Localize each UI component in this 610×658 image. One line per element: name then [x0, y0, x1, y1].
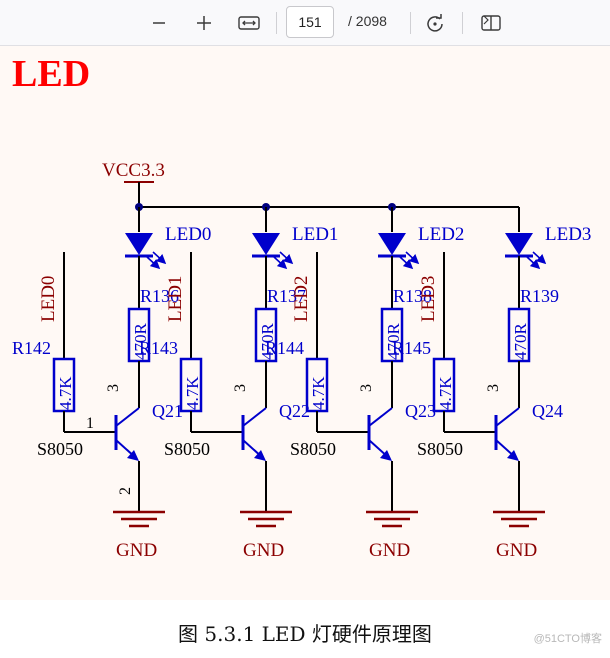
led-schematic: VCC3.3 LED0R136470R3LED0R1424.7K1Q21S805… — [12, 160, 591, 561]
led-label: LED2 — [418, 224, 464, 245]
resistor-value: 470R — [384, 323, 403, 361]
transistor-ref: Q21 — [152, 401, 183, 421]
pdf-toolbar: / 2098 — [0, 0, 610, 46]
fit-width-icon — [238, 16, 260, 30]
transistor-collector — [242, 407, 267, 427]
collector-pin-label: 3 — [105, 384, 122, 392]
resistor-ref: R136 — [140, 286, 179, 306]
page-total: / 2098 — [348, 13, 387, 29]
transistor-model: S8050 — [164, 439, 210, 459]
gnd-label: GND — [243, 540, 284, 561]
two-page-view-button[interactable] — [476, 8, 506, 38]
transistor-collector — [368, 407, 393, 427]
resistor-ref: R144 — [265, 338, 304, 358]
resistor-ref: R139 — [520, 286, 559, 306]
emitter-arrow — [254, 450, 266, 461]
resistor-ref: R145 — [392, 338, 431, 358]
led-label: LED1 — [292, 224, 338, 245]
emitter-arrow — [127, 450, 139, 461]
transistor-model: S8050 — [37, 439, 83, 459]
transistor-ref: Q23 — [405, 401, 436, 421]
section-title: LED — [12, 53, 91, 95]
led-emission-arrow — [146, 256, 161, 270]
emitter-pin-label: 2 — [117, 487, 134, 495]
resistor-value: 470R — [511, 323, 530, 361]
resistor-value: 4.7K — [183, 376, 202, 410]
base-pin-label: 1 — [86, 415, 94, 432]
led-diode — [125, 233, 153, 255]
transistor-model: S8050 — [417, 439, 463, 459]
led-emission-arrow — [273, 256, 288, 270]
toolbar-divider — [462, 12, 463, 34]
led-emission-arrow — [532, 251, 547, 265]
gnd-label: GND — [116, 540, 157, 561]
net-label: LED2 — [291, 276, 312, 322]
zoom-in-button[interactable] — [189, 8, 219, 38]
vcc-label: VCC3.3 — [102, 160, 165, 181]
led-label: LED0 — [165, 224, 211, 245]
resistor-value: 4.7K — [309, 376, 328, 410]
resistor-ref: R142 — [12, 338, 51, 358]
resistor-value: 470R — [258, 323, 277, 361]
led-emission-arrow — [526, 256, 541, 270]
transistor-model: S8050 — [290, 439, 336, 459]
rotate-icon — [427, 14, 443, 32]
gnd-label: GND — [496, 540, 537, 561]
plus-icon — [197, 16, 211, 30]
led-label: LED3 — [545, 224, 591, 245]
led-emission-arrow — [152, 251, 167, 265]
led-diode — [378, 233, 406, 255]
net-label: LED0 — [38, 276, 59, 322]
watermark: @51CTO博客 — [533, 633, 602, 645]
collector-pin-label: 3 — [485, 384, 502, 392]
figure-caption: 图 5.3.1 LED 灯硬件原理图 — [178, 622, 432, 646]
two-page-icon — [481, 15, 501, 31]
emitter-arrow — [380, 450, 392, 461]
resistor-value: 4.7K — [56, 376, 75, 410]
transistor-ref: Q24 — [532, 401, 563, 421]
emitter-arrow — [507, 450, 519, 461]
led-emission-arrow — [405, 251, 420, 265]
net-label: LED3 — [418, 276, 439, 322]
gnd-label: GND — [369, 540, 410, 561]
page-number-input[interactable] — [286, 6, 334, 38]
resistor-ref: R138 — [393, 286, 432, 306]
led-emission-arrow — [279, 251, 294, 265]
transistor-collector — [115, 407, 140, 427]
resistor-value: 4.7K — [436, 376, 455, 410]
rotate-button[interactable] — [420, 8, 450, 38]
toolbar-divider — [276, 12, 277, 34]
transistor-collector — [495, 407, 520, 427]
resistor-ref: R143 — [139, 338, 178, 358]
minus-icon — [153, 22, 165, 24]
resistor-value: 470R — [131, 323, 150, 361]
zoom-out-button[interactable] — [144, 8, 174, 38]
fit-width-button[interactable] — [234, 8, 264, 38]
toolbar-divider — [410, 12, 411, 34]
net-label: LED1 — [165, 276, 186, 322]
collector-pin-label: 3 — [358, 384, 375, 392]
led-diode — [505, 233, 533, 255]
resistor-ref: R137 — [267, 286, 306, 306]
led-emission-arrow — [399, 256, 414, 270]
led-diode — [252, 233, 280, 255]
transistor-ref: Q22 — [279, 401, 310, 421]
collector-pin-label: 3 — [232, 384, 249, 392]
